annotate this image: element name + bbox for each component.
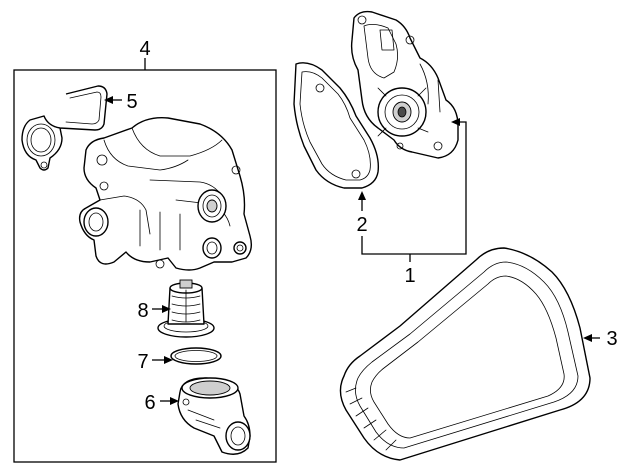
thermostat-cover-part-6 [177, 377, 251, 455]
callout-6-arrow [170, 397, 179, 405]
water-pump-gasket-part-2 [293, 62, 380, 189]
callout-8-label: 8 [137, 300, 148, 322]
callout-7-label: 7 [137, 351, 148, 373]
callout-5-label: 5 [126, 91, 137, 113]
callout-8-arrow [162, 305, 171, 313]
callout-2-arrow [358, 191, 366, 200]
housing-gasket-part-5 [21, 85, 108, 171]
callout-3-arrow [583, 334, 592, 342]
callout-1-label: 1 [404, 265, 415, 287]
callout-2-label: 2 [356, 214, 367, 236]
callout-4-label: 4 [139, 38, 150, 60]
thermostat-housing [78, 117, 253, 271]
drive-belt-part-3 [339, 247, 591, 461]
callout-3-label: 3 [606, 328, 617, 350]
callout-7-arrow [164, 356, 173, 364]
water-pump-part-1 [350, 10, 459, 159]
callout-6-label: 6 [144, 392, 155, 414]
callout-1-arrow [451, 118, 460, 126]
callout-5-arrow [104, 96, 113, 104]
callout-1-bracket [361, 121, 467, 255]
thermostat-part-8 [157, 279, 215, 338]
o-ring-part-7 [170, 347, 222, 365]
